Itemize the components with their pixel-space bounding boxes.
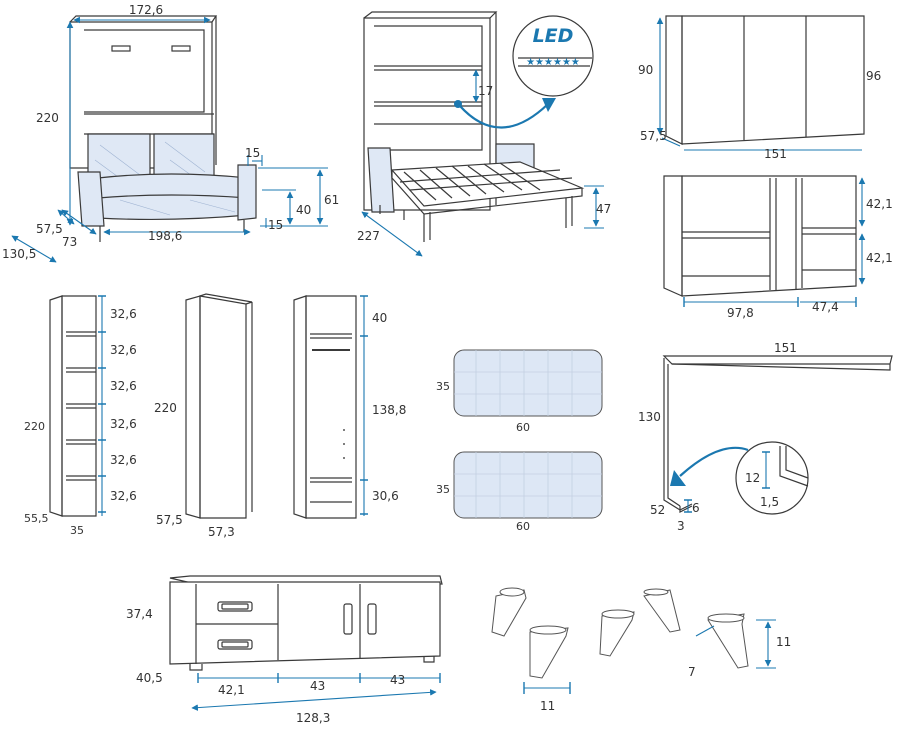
low-bookcase-drawing — [663, 175, 866, 307]
cushion-1-height-label: 35 — [436, 380, 450, 393]
shelf-gap-2-label: 32,6 — [110, 343, 137, 357]
shelf-unit-width-label: 35 — [70, 524, 84, 537]
open-wardrobe-middle-label: 138,8 — [372, 403, 406, 417]
bed-height-label: 47 — [596, 202, 611, 216]
tv-unit-total-width-label: 128,3 — [296, 711, 330, 725]
open-wardrobe-top-label: 40 — [372, 311, 387, 325]
wallbed-open-drawing — [361, 11, 604, 257]
tv-unit-drawer-width-label: 42,1 — [218, 683, 245, 697]
cabinet-depth-label: 57,5 — [640, 129, 667, 143]
cushion-1-drawing — [453, 349, 603, 417]
bookcase-bottom-shelf-label: 42,1 — [866, 251, 893, 265]
wardrobe-drawing — [185, 293, 253, 519]
desk-width-label: 151 — [774, 341, 797, 355]
shelf-gap-label: 17 — [478, 84, 493, 98]
desk-depth-label: 52 — [650, 503, 665, 517]
open-wardrobe-bottom-label: 30,6 — [372, 489, 399, 503]
shelf-gap-5-label: 32,6 — [110, 453, 137, 467]
shelf-gap-3-label: 32,6 — [110, 379, 137, 393]
desk-foot-height-label: 6 — [692, 501, 700, 515]
wardrobe-depth-label: 57,5 — [156, 513, 183, 527]
led-stars-icon: ★★★★★★ — [526, 57, 580, 68]
bookcase-side-width-label: 47,4 — [812, 300, 839, 314]
sofa-length-label: 198,6 — [148, 229, 182, 243]
shelf-gap-6-label: 32,6 — [110, 489, 137, 503]
desk-height-label: 130 — [638, 410, 661, 424]
shelf-unit-depth-label: 55,5 — [24, 512, 49, 525]
sofa-floor-gap-label: 15 — [268, 218, 283, 232]
sofa-total-height-label: 61 — [324, 193, 339, 207]
wall-desk-drawing — [662, 355, 893, 515]
shelf-gap-4-label: 32,6 — [110, 417, 137, 431]
shelf-unit-height-label: 220 — [24, 420, 45, 433]
sofa-depth-seat-label: 73 — [62, 235, 77, 249]
cabinet-width-label: 151 — [764, 147, 787, 161]
tv-unit-height-label: 37,4 — [126, 607, 153, 621]
cushion-1-width-label: 60 — [516, 421, 530, 434]
bookcase-main-width-label: 97,8 — [727, 306, 754, 320]
desk-detail-thickness-label: 1,5 — [760, 495, 779, 509]
tv-unit-door-1-label: 43 — [310, 679, 325, 693]
wardrobe-height-label: 220 — [154, 401, 177, 415]
sofa-arm-height-label: 40 — [296, 203, 311, 217]
shelf-unit-drawing — [49, 295, 106, 517]
desk-foot-width-label: 3 — [677, 519, 685, 533]
sofa-height-label: 220 — [36, 111, 59, 125]
wardrobe-width-label: 57,3 — [208, 525, 235, 539]
furniture-legs-drawing — [491, 587, 776, 694]
sofa-arm-width-label: 15 — [245, 146, 260, 160]
cabinet-height-label: 90 — [638, 63, 653, 77]
leg-top-diameter-label: 7 — [688, 665, 696, 679]
leg-width-label: 11 — [540, 699, 555, 713]
cushion-2-drawing — [453, 451, 603, 519]
sofa-depth-closed-label: 57,5 — [36, 222, 63, 236]
led-label: LED — [533, 25, 574, 47]
shelf-gap-1-label: 32,6 — [110, 307, 137, 321]
sofa-width-label: 172,6 — [129, 3, 163, 17]
tv-unit-depth-label: 40,5 — [136, 671, 163, 685]
cushion-2-width-label: 60 — [516, 520, 530, 533]
leg-height-label: 11 — [776, 635, 791, 649]
wallbed-sofa-drawing — [11, 15, 328, 263]
sofa-depth-open-label: 130,5 — [2, 247, 36, 261]
bookcase-top-shelf-label: 42,1 — [866, 197, 893, 211]
cushion-2-height-label: 35 — [436, 483, 450, 496]
desk-detail-height-label: 12 — [745, 471, 760, 485]
bed-length-label: 227 — [357, 229, 380, 243]
wall-cabinet-drawing — [656, 15, 865, 151]
tv-unit-door-2-label: 43 — [390, 673, 405, 687]
cabinet-total-height-label: 96 — [866, 69, 881, 83]
tv-unit-drawing — [169, 575, 443, 711]
open-wardrobe-drawing — [293, 295, 368, 519]
